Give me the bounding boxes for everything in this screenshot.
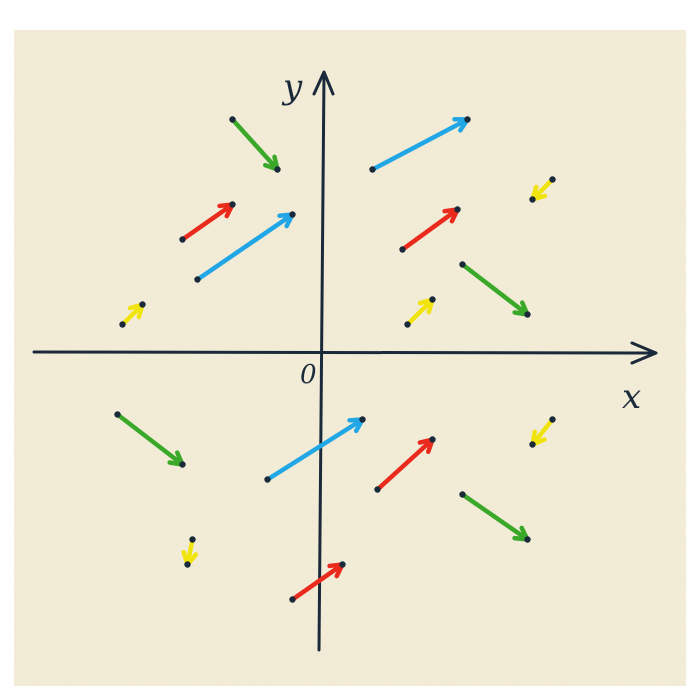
- vector-shaft: [195, 212, 295, 282]
- x-axis: [32, 350, 654, 355]
- vector-arrow-blue: [194, 211, 296, 283]
- vector-tail-dot: [264, 476, 271, 483]
- vector-tail-dot: [459, 491, 466, 498]
- vector-shaft: [370, 117, 470, 172]
- vector-head-dot: [359, 416, 366, 423]
- vector-shaft: [180, 202, 235, 242]
- vector-head-dot: [429, 296, 436, 303]
- vector-tail-dot: [289, 596, 296, 603]
- vector-head-dot: [274, 166, 281, 173]
- axes: [32, 70, 658, 652]
- vector-shaft: [405, 297, 435, 327]
- vector-head-dot: [529, 441, 536, 448]
- vector-arrow-red: [374, 436, 436, 493]
- vector-head-dot: [229, 201, 236, 208]
- vector-tail-dot: [549, 416, 556, 423]
- vector-head-dot: [464, 116, 471, 123]
- vector-head-dot: [339, 561, 346, 568]
- vector-arrow-green: [114, 411, 186, 468]
- vector-arrow-green: [459, 491, 531, 543]
- paper-sheet: [14, 30, 686, 686]
- vector-head-dot: [139, 301, 146, 308]
- vector-tail-dot: [229, 116, 236, 123]
- vector-shaft: [265, 417, 365, 482]
- vector-tail-dot: [549, 176, 556, 183]
- y-axis-label: y: [281, 67, 303, 107]
- vector-tail-dot: [189, 536, 196, 543]
- vector-head-dot: [524, 536, 531, 543]
- y-axis: [317, 72, 326, 652]
- vector-shaft: [375, 437, 435, 492]
- vector-head-dot: [524, 311, 531, 318]
- vector-arrow-blue: [369, 116, 471, 173]
- y-axis-arrowhead: [312, 70, 335, 96]
- vector-arrow-blue: [264, 416, 366, 483]
- vector-tail-dot: [459, 261, 466, 268]
- vector-arrow-red: [289, 561, 346, 603]
- vector-tail-dot: [114, 411, 121, 418]
- vector-shaft: [120, 302, 145, 327]
- vector-shaft: [230, 117, 280, 172]
- vector-field: [114, 116, 556, 603]
- vector-arrow-yellow: [181, 536, 199, 568]
- vector-arrow-yellow: [119, 301, 146, 328]
- vector-tail-dot: [404, 321, 411, 328]
- x-axis-label: x: [622, 377, 641, 417]
- vector-shaft: [530, 417, 555, 447]
- vector-tail-dot: [374, 486, 381, 493]
- vector-shaft: [115, 412, 185, 467]
- vector-arrow-yellow: [529, 176, 556, 203]
- vector-arrow-red: [179, 201, 236, 243]
- vector-shaft: [530, 177, 555, 202]
- vector-arrow-green: [229, 116, 281, 173]
- vector-head-dot: [179, 461, 186, 468]
- x-axis-arrowhead: [630, 341, 658, 365]
- vector-shaft: [460, 262, 530, 317]
- vector-tail-dot: [369, 166, 376, 173]
- origin-label: 0: [300, 360, 317, 390]
- vector-tail-dot: [179, 236, 186, 243]
- vector-head-dot: [529, 196, 536, 203]
- vector-arrow-yellow: [529, 416, 556, 448]
- vector-head-dot: [454, 206, 461, 213]
- vector-head-dot: [289, 211, 296, 218]
- vector-shaft: [290, 562, 345, 602]
- vector-arrow-red: [399, 206, 461, 253]
- vector-tail-dot: [399, 246, 406, 253]
- vector-arrow-green: [459, 261, 531, 318]
- vector-tail-dot: [194, 276, 201, 283]
- vector-head-dot: [184, 561, 191, 568]
- vector-head-dot: [429, 436, 436, 443]
- vector-arrow-yellow: [404, 296, 436, 328]
- vector-tail-dot: [119, 321, 126, 328]
- vector-shaft: [400, 207, 460, 252]
- vector-shaft: [460, 492, 530, 542]
